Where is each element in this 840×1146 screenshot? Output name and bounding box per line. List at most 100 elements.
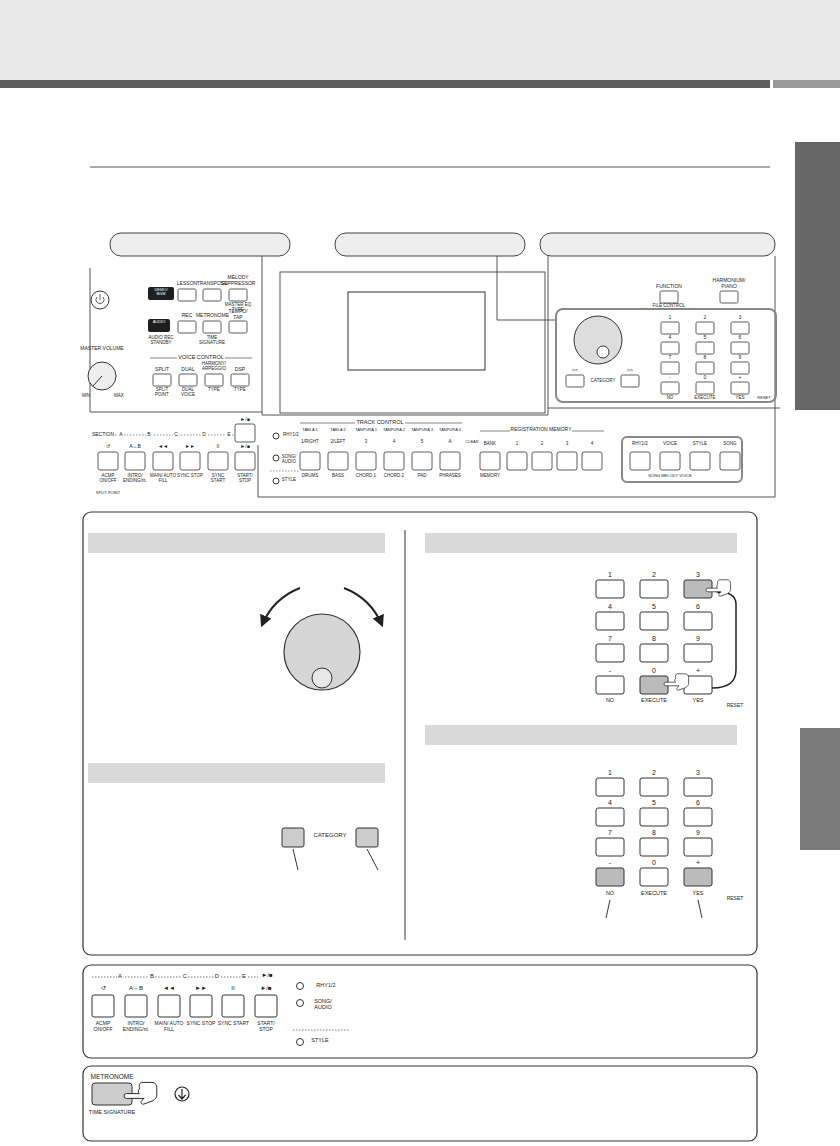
panel-label: EXECUTE bbox=[641, 697, 667, 703]
panel-label: ►► bbox=[195, 985, 207, 991]
panel-label: II bbox=[217, 443, 220, 449]
panel-label: II bbox=[231, 985, 234, 991]
panel-label: D bbox=[214, 973, 220, 979]
panel-label: ◄◄ bbox=[163, 985, 175, 991]
panel-label: 2 bbox=[704, 314, 707, 320]
panel-label: - bbox=[609, 667, 611, 674]
panel-label: MAIN/ AUTO FILL bbox=[150, 473, 176, 483]
panel-label: RESET bbox=[757, 395, 770, 400]
panel-label: BASS bbox=[332, 473, 344, 478]
panel-label: ►/■ bbox=[261, 972, 272, 978]
panel-label: YES bbox=[692, 890, 703, 896]
panel-label: + bbox=[696, 667, 700, 674]
panel-label: SPLIT POINT bbox=[155, 387, 169, 397]
panel-label: 9 bbox=[696, 635, 700, 642]
panel-label: SPLIT POINT bbox=[96, 490, 120, 495]
panel-label: CHORD 1 bbox=[356, 473, 376, 478]
panel-label: 0 bbox=[652, 859, 656, 866]
panel-label: NO bbox=[606, 890, 614, 896]
panel-label: - bbox=[669, 374, 671, 380]
panel-label: TYPE bbox=[208, 387, 220, 392]
panel-label: MAX bbox=[114, 393, 124, 398]
panel-label: 5 bbox=[704, 334, 707, 340]
panel-label: TANPURA 4 bbox=[439, 427, 461, 432]
panel-label: A↔B bbox=[129, 443, 141, 449]
panel-label: INTRO/ ENDING/rit. bbox=[123, 473, 147, 483]
panel-label: 1 bbox=[669, 314, 672, 320]
panel-label: CHORD 2 bbox=[384, 473, 404, 478]
panel-label: FUNCTION bbox=[656, 283, 682, 289]
panel-label: RHY1/2 bbox=[316, 982, 335, 988]
panel-label: MELODY SUPPRESSOR bbox=[221, 274, 256, 286]
panel-label: A bbox=[448, 439, 451, 444]
panel-label: 4 bbox=[608, 799, 612, 806]
panel-label: LESSON bbox=[177, 280, 197, 286]
panel-label: 1 bbox=[516, 441, 519, 446]
panel-label: 4 bbox=[591, 441, 594, 446]
panel-label: ACMP ON/OFF bbox=[94, 1020, 113, 1032]
panel-label: 3 bbox=[566, 441, 569, 446]
panel-label: A bbox=[118, 431, 123, 437]
panel-button: DEMO/ BGM bbox=[148, 287, 174, 300]
panel-label: INTRO/ ENDING/rit. bbox=[123, 1020, 149, 1032]
panel-label: 1/RIGHT bbox=[301, 439, 319, 444]
panel-label: C bbox=[173, 431, 179, 437]
panel-label: 9 bbox=[739, 354, 742, 360]
panel-label: 7 bbox=[608, 635, 612, 642]
panel-label: RHY1/2 bbox=[632, 441, 648, 446]
panel-label: MEMORY bbox=[480, 473, 500, 478]
panel-label: HARMONY/ ARPEGGIO bbox=[202, 361, 226, 371]
panel-label: START/ STOP bbox=[257, 1020, 274, 1032]
panel-label: 4 bbox=[393, 439, 396, 444]
panel-label: EXECUTE bbox=[694, 395, 715, 400]
panel-label: 9 bbox=[696, 829, 700, 836]
panel-label: YES bbox=[735, 395, 744, 400]
panel-label: TYPE bbox=[234, 387, 246, 392]
panel-label: VOICE CONTROL bbox=[177, 354, 225, 360]
panel-label: ◄◄ bbox=[158, 443, 168, 449]
panel-label: DRUMS bbox=[302, 473, 319, 478]
panel-label: RESET bbox=[727, 702, 744, 708]
panel-label: SONG MELODY VOICE bbox=[648, 473, 691, 478]
panel-label: AUDIO REC STANDBY bbox=[148, 335, 173, 345]
panel-label: MASTER VOLUME bbox=[80, 345, 123, 351]
panel-label: SONG/ AUDIO bbox=[282, 454, 297, 464]
panel-label: 5 bbox=[652, 603, 656, 610]
panel-label: TANPURA 3 bbox=[411, 427, 433, 432]
panel-label: 4 bbox=[608, 603, 612, 610]
panel-label: RHY1/2 bbox=[283, 432, 299, 437]
panel-label: METRONOME bbox=[196, 312, 229, 318]
panel-label: NO bbox=[667, 395, 674, 400]
panel-label: B bbox=[149, 973, 155, 979]
panel-label: 0 bbox=[704, 374, 707, 380]
panel-label: 8 bbox=[704, 354, 707, 360]
panel-label: DSP bbox=[235, 366, 245, 372]
panel-label: ►/■ bbox=[260, 985, 271, 991]
panel-label: 2/LEFT bbox=[331, 439, 346, 444]
panel-label: ↺ bbox=[106, 443, 110, 449]
panel-label: CLEAR bbox=[465, 439, 478, 444]
panel-button: AUDIO bbox=[148, 319, 170, 332]
panel-label: B bbox=[146, 431, 151, 437]
panel-label: D bbox=[201, 431, 207, 437]
panel-label: 0 bbox=[652, 667, 656, 674]
panel-label: 6 bbox=[739, 334, 742, 340]
panel-label: 6 bbox=[696, 603, 700, 610]
panel-label: >> bbox=[627, 367, 633, 373]
panel-label: + bbox=[696, 859, 700, 866]
panel-label: STYLE bbox=[693, 441, 707, 446]
panel-label: REGISTRATION MEMORY bbox=[510, 426, 573, 432]
panel-label: E bbox=[241, 973, 247, 979]
panel-label: + bbox=[739, 374, 742, 380]
button-label: DEMO/ BGM bbox=[150, 288, 172, 297]
panel-label: 2 bbox=[541, 441, 544, 446]
panel-label: 2 bbox=[652, 769, 656, 776]
panel-label: ►/■ bbox=[240, 416, 249, 422]
panel-label: ↺ bbox=[101, 985, 106, 991]
panel-label: 5 bbox=[421, 439, 424, 444]
panel-label: TABLA 2 bbox=[330, 427, 346, 432]
panel-label: RESET bbox=[727, 895, 744, 901]
panel-label: SYNC STOP bbox=[177, 473, 203, 478]
panel-label: FILE CONTROL bbox=[653, 303, 686, 308]
